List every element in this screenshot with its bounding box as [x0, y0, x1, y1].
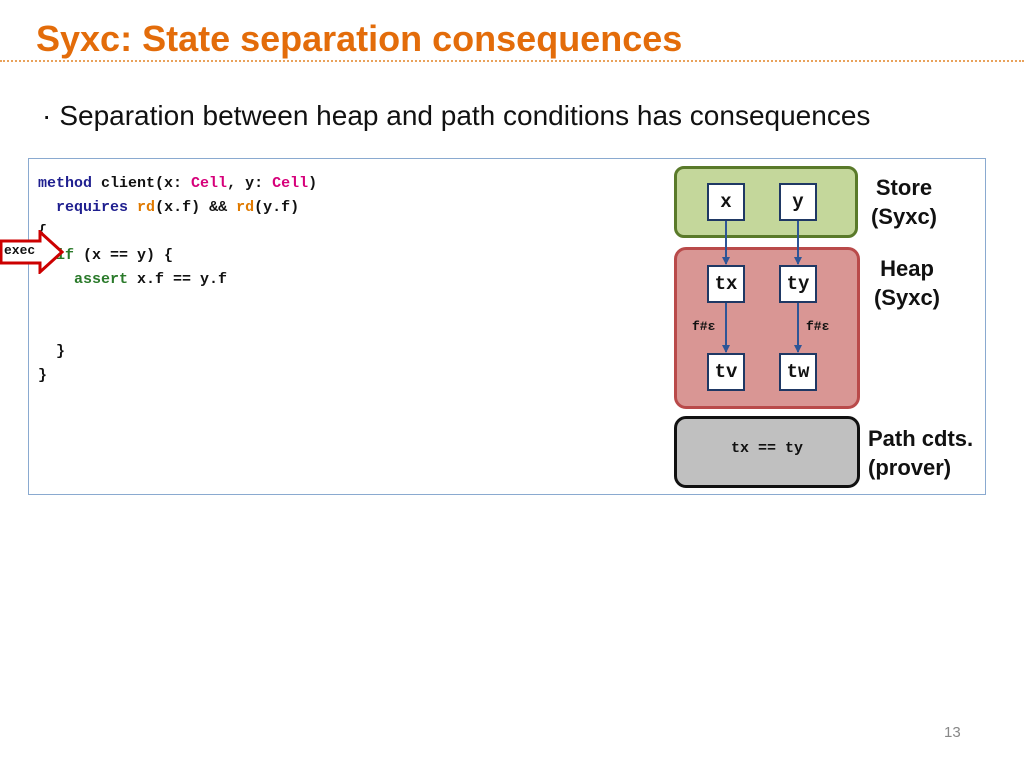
code-line-5: assert x.f == y.f: [38, 268, 317, 292]
path-label-line1: Path cdts.: [868, 426, 974, 451]
heap-loc-ty: ty: [779, 265, 817, 303]
code-line-3: {: [38, 223, 48, 240]
store-label: Store (Syxc): [864, 173, 944, 231]
code-text: , y:: [227, 175, 273, 192]
bullet-text: Separation between heap and path conditi…: [59, 100, 871, 131]
code-line-8: }: [38, 343, 66, 360]
path-label: Path cdts. (prover): [868, 424, 973, 482]
store-box: [674, 166, 858, 238]
heap-value-tw: tw: [779, 353, 817, 391]
code-line-6: [38, 292, 317, 316]
heap-label-line2: (Syxc): [873, 285, 941, 310]
slide-title: Syxc: State separation consequences: [36, 18, 683, 59]
path-label-line2: (prover): [868, 455, 952, 480]
rd-keyword: rd: [137, 199, 156, 216]
method-keyword: method: [38, 175, 93, 192]
code-text: [128, 199, 137, 216]
edge-label-left: f#ε: [692, 319, 716, 334]
code-line-9: }: [38, 367, 48, 384]
exec-arrow-icon: [0, 230, 64, 274]
code-text: (y.f): [254, 199, 300, 216]
store-label-line1: Store: [875, 175, 933, 200]
type-cell: Cell: [191, 175, 228, 192]
rd-keyword: rd: [236, 199, 255, 216]
path-condition-text: tx == ty: [730, 440, 803, 457]
code-text: (x == y) {: [74, 247, 174, 264]
code-line-2: requires rd(x.f) && rd(y.f): [38, 196, 317, 220]
store-var-y: y: [779, 183, 817, 221]
assert-keyword: assert: [74, 271, 129, 288]
indent: [38, 199, 56, 216]
path-conditions-box: [674, 416, 860, 488]
code-text: client(x:: [92, 175, 192, 192]
bullet-marker: ·: [42, 100, 52, 131]
title-divider: [0, 60, 1024, 62]
heap-label-line1: Heap: [880, 256, 934, 281]
page-number: 13: [944, 724, 961, 741]
store-label-line2: (Syxc): [870, 204, 938, 229]
code-line-1: method client(x: Cell, y: Cell): [38, 172, 317, 196]
code-text: (x.f) &&: [155, 199, 237, 216]
code-text: ): [308, 175, 318, 192]
type-cell: Cell: [272, 175, 309, 192]
heap-loc-tx: tx: [707, 265, 745, 303]
edge-label-right: f#ε: [806, 319, 830, 334]
requires-keyword: requires: [56, 199, 129, 216]
heap-box: [674, 247, 860, 409]
heap-value-tv: tv: [707, 353, 745, 391]
code-text: x.f == y.f: [128, 271, 228, 288]
exec-label: exec: [4, 243, 36, 258]
bullet-point: ·Separation between heap and path condit…: [42, 100, 870, 132]
code-line-7: [38, 316, 317, 340]
heap-label: Heap (Syxc): [866, 254, 948, 312]
code-line-4: if (x == y) {: [38, 244, 317, 268]
store-var-x: x: [707, 183, 745, 221]
code-block: method client(x: Cell, y: Cell) requires…: [38, 172, 317, 388]
